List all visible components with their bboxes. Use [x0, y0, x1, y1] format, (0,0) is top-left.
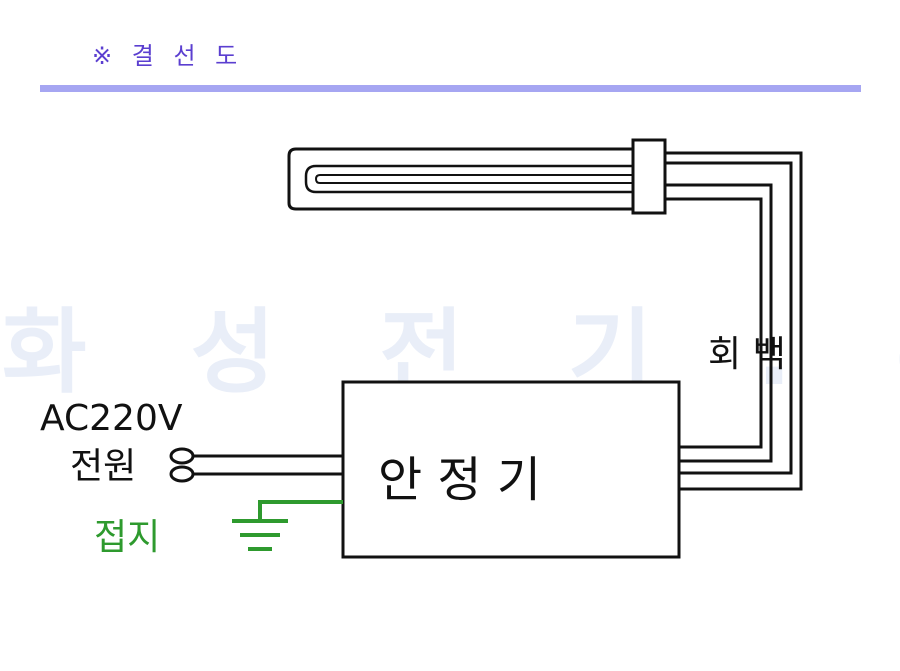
ground-symbol [232, 500, 343, 551]
ballast-label: 안 정 기 [378, 452, 541, 508]
header-rule [40, 85, 861, 92]
lamp-socket [631, 138, 667, 215]
diagram-title: ※ 결 선 도 [92, 42, 243, 70]
power-wires [192, 454, 343, 476]
white-wire-label: 회 백 [708, 334, 786, 375]
ground-label: 접지 [94, 517, 160, 558]
ballast-box [341, 380, 681, 559]
lamp-tube [287, 147, 634, 211]
power-voltage-label: AC220V [40, 398, 183, 439]
output-wires [665, 151, 803, 491]
power-source-label: 전원 [70, 446, 136, 487]
power-terminals [169, 447, 195, 483]
